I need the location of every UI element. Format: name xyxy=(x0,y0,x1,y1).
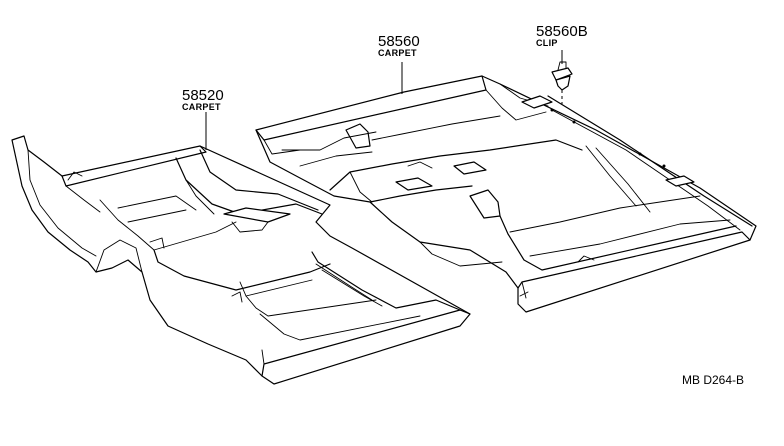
diagram-reference-code: MB D264-B xyxy=(682,373,744,387)
rear-carpet-part-number: 58560 xyxy=(378,33,420,50)
front-carpet-part-name: CARPET xyxy=(182,102,221,112)
clip-drawing xyxy=(551,61,573,91)
clip-part-number: 58560B xyxy=(536,23,588,40)
clip-part-name: CLIP xyxy=(536,38,558,48)
front-carpet-drawing xyxy=(11,135,471,385)
rear-carpet-part-name: CARPET xyxy=(378,48,417,58)
leader-lines xyxy=(205,50,563,150)
front-carpet-part-number: 58520 xyxy=(182,87,224,104)
rear-carpet-drawing xyxy=(255,75,757,313)
